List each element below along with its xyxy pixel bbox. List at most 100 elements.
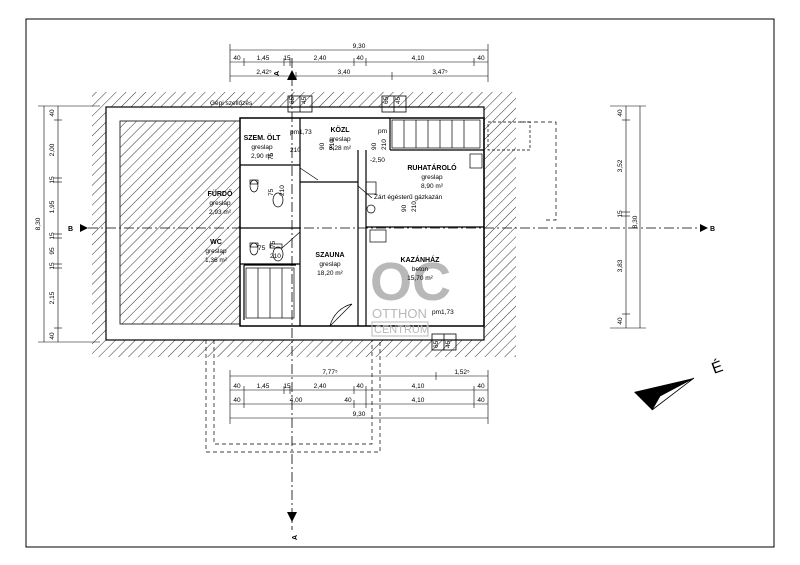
fixtures <box>249 153 483 262</box>
note-gazkazan: Zárt égésterű gázkazán <box>374 194 443 201</box>
svg-text:1,52⁵: 1,52⁵ <box>454 369 470 376</box>
svg-text:40: 40 <box>477 397 485 404</box>
svg-text:9,30: 9,30 <box>353 411 366 418</box>
room-wc: WC greslap 1,36 m² <box>205 239 228 264</box>
top-dimension-labels: 9,30 40 1,45 15 2,40 40 4,10 40 2,42⁵ 3,… <box>233 43 485 76</box>
svg-text:4,10: 4,10 <box>412 383 425 390</box>
svg-text:15: 15 <box>283 383 291 390</box>
svg-text:40: 40 <box>344 397 352 404</box>
svg-text:FÜRDŐ: FÜRDŐ <box>208 189 233 198</box>
watermark-mark: OC <box>370 252 451 312</box>
svg-text:2,93 m²: 2,93 m² <box>209 209 232 216</box>
svg-text:3,47⁵: 3,47⁵ <box>432 69 448 76</box>
svg-text:210: 210 <box>270 253 281 260</box>
svg-text:8,30: 8,30 <box>35 217 42 230</box>
room-furdo: FÜRDŐ greslap 2,93 m² <box>208 189 233 216</box>
svg-text:2,42⁵: 2,42⁵ <box>256 69 272 76</box>
svg-text:greslap: greslap <box>209 200 231 207</box>
svg-text:2,15: 2,15 <box>49 291 56 304</box>
svg-text:4,10: 4,10 <box>412 55 425 62</box>
svg-text:95: 95 <box>49 247 56 255</box>
svg-text:40: 40 <box>356 383 364 390</box>
north-label: É <box>709 356 726 378</box>
svg-text:75: 75 <box>268 188 275 196</box>
svg-text:15: 15 <box>617 210 624 218</box>
north-arrow-icon <box>634 377 695 411</box>
note-pm-2: pm1,73 <box>432 309 454 316</box>
svg-text:KAZÁNHÁZ: KAZÁNHÁZ <box>401 255 441 264</box>
svg-text:1,95: 1,95 <box>49 200 56 213</box>
note-pm-1: pm1,73 <box>290 129 312 136</box>
bottom-dimension-labels: 7,77⁵ 1,52⁵ 40 1,45 15 2,40 40 4,10 40 4… <box>233 369 485 418</box>
bottom-dimensions <box>229 370 489 424</box>
left-dimension-labels: 40 2,00 15 1,95 15 95 15 2,15 40 8,30 <box>35 109 56 340</box>
svg-text:65: 65 <box>289 96 296 104</box>
svg-text:18,20 m²: 18,20 m² <box>317 270 343 277</box>
note-gepi-szellozes: Gépi szellőzés <box>210 100 253 107</box>
svg-text:65: 65 <box>383 96 390 104</box>
right-dimension-labels: 40 3,52 15 3,83 40 8,30 <box>617 109 639 325</box>
svg-text:3,52: 3,52 <box>617 159 624 172</box>
svg-text:greslap: greslap <box>251 144 273 151</box>
svg-text:15,70 m²: 15,70 m² <box>407 275 433 282</box>
svg-text:SZAUNA: SZAUNA <box>315 252 344 259</box>
dashed-outline <box>205 121 557 453</box>
svg-text:beton: beton <box>412 266 429 273</box>
sauna-bench <box>245 267 295 319</box>
svg-text:45: 45 <box>445 340 452 348</box>
svg-text:90: 90 <box>371 142 378 150</box>
svg-text:3,83: 3,83 <box>617 259 624 272</box>
watermark-line2: CENTRUM <box>374 324 429 336</box>
svg-text:15: 15 <box>283 55 291 62</box>
section-a-bottom: A <box>292 535 299 540</box>
svg-text:40: 40 <box>477 383 485 390</box>
svg-text:SZEM. ÖLT: SZEM. ÖLT <box>244 133 282 142</box>
svg-text:15: 15 <box>49 262 56 270</box>
svg-text:15: 15 <box>49 176 56 184</box>
svg-text:40: 40 <box>356 55 364 62</box>
svg-text:2,40: 2,40 <box>314 55 327 62</box>
svg-text:1,45: 1,45 <box>257 55 270 62</box>
svg-text:210: 210 <box>279 185 286 196</box>
svg-text:9,30: 9,30 <box>353 43 366 50</box>
svg-text:4,10: 4,10 <box>412 397 425 404</box>
svg-text:210: 210 <box>411 201 418 212</box>
svg-text:40: 40 <box>477 55 485 62</box>
svg-text:40: 40 <box>49 332 56 340</box>
svg-text:40: 40 <box>233 383 241 390</box>
svg-text:210: 210 <box>290 147 301 154</box>
svg-text:RUHATÁROLÓ: RUHATÁROLÓ <box>407 163 457 172</box>
drawing-frame <box>25 18 775 548</box>
top-dimensions <box>229 44 489 82</box>
room-kozl: KÖZL greslap 8,28 m² <box>329 125 352 152</box>
watermark-line1: OTTHON <box>372 306 427 321</box>
room-szem-olt: SZEM. ÖLT greslap 2,90 m² <box>244 133 282 160</box>
room-kazanhaz: KAZÁNHÁZ beton 15,70 m² <box>401 255 441 282</box>
svg-text:210: 210 <box>329 139 336 150</box>
svg-text:greslap: greslap <box>421 174 443 181</box>
plan-notes: Gépi szellőzés Zárt égésterű gázkazán pm… <box>210 100 454 316</box>
svg-text:65: 65 <box>433 340 440 348</box>
svg-text:greslap: greslap <box>329 136 351 143</box>
svg-text:75: 75 <box>258 245 266 252</box>
svg-text:90: 90 <box>401 204 408 212</box>
left-dimensions <box>38 105 100 343</box>
note-pm-3: pm <box>378 128 387 135</box>
svg-text:15: 15 <box>49 232 56 240</box>
svg-text:8,28 m²: 8,28 m² <box>329 145 352 152</box>
room-szauna: SZAUNA greslap 18,20 m² <box>315 252 344 277</box>
svg-text:KÖZL: KÖZL <box>330 125 350 134</box>
right-dimensions <box>610 105 646 329</box>
svg-text:45: 45 <box>301 96 308 104</box>
outer-walls <box>105 106 485 341</box>
svg-text:75: 75 <box>268 152 275 160</box>
svg-text:greslap: greslap <box>319 261 341 268</box>
svg-text:8,30: 8,30 <box>632 215 639 228</box>
vent-stacks <box>287 95 457 351</box>
svg-text:1,36 m²: 1,36 m² <box>205 257 228 264</box>
room-ruhatarolo: RUHATÁROLÓ greslap 8,90 m² <box>407 163 457 190</box>
svg-text:2,90 m²: 2,90 m² <box>251 153 274 160</box>
ground-hatch <box>92 92 516 357</box>
svg-text:40: 40 <box>617 109 624 117</box>
